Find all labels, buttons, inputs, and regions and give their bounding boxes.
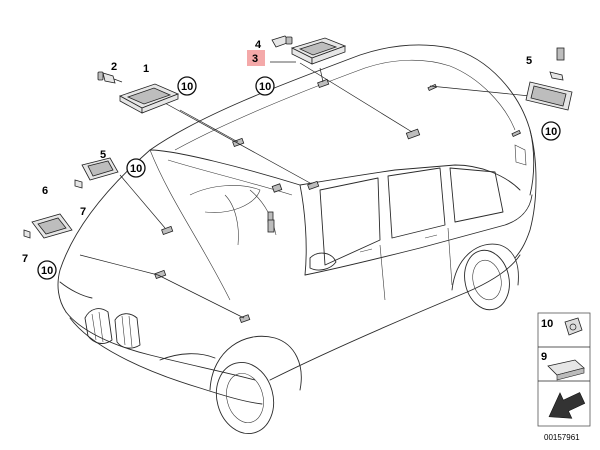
callout-6[interactable]: 6 xyxy=(42,185,48,197)
part-3-roof-light xyxy=(290,37,347,65)
document-number: 00157961 xyxy=(544,433,580,442)
callout-10-ring-right xyxy=(541,121,561,141)
leader-lines xyxy=(79,61,531,319)
callout-10-top-left[interactable]: 10 xyxy=(181,81,193,93)
part-1-interior-light xyxy=(119,83,180,114)
arrow-icon xyxy=(548,392,586,419)
callout-3[interactable]: 3 xyxy=(252,53,258,65)
bulb-pack-icon-side xyxy=(556,367,585,381)
part-small-switch xyxy=(267,219,275,233)
legend-item-10: 10 xyxy=(541,318,553,330)
part-5-reading-light xyxy=(74,157,119,189)
part-2-bulb xyxy=(97,71,116,84)
callout-10-ring-bottom-left xyxy=(37,260,57,280)
part-6-light xyxy=(23,213,73,239)
callout-7-lower[interactable]: 7 xyxy=(22,253,28,265)
callout-10-ring-top-left xyxy=(177,76,197,96)
callout-10-ring-mid-left xyxy=(126,158,146,178)
part-5-rear-light xyxy=(525,47,573,111)
callout-10-right[interactable]: 10 xyxy=(545,126,557,138)
legend-item-9: 9 xyxy=(541,351,547,363)
callout-4[interactable]: 4 xyxy=(255,39,262,51)
callout-10-ring-top-center xyxy=(255,76,275,96)
callout-3-highlight xyxy=(247,50,265,66)
clip-icon-detail xyxy=(569,323,577,331)
callout-2[interactable]: 2 xyxy=(111,61,117,73)
callout-1[interactable]: 1 xyxy=(143,63,149,75)
vehicle-outline xyxy=(57,44,537,434)
legend: 10 9 00157961 xyxy=(537,312,591,442)
clip-icon xyxy=(564,317,583,336)
callout-5-left[interactable]: 5 xyxy=(100,149,106,161)
part-4-bulb xyxy=(271,35,293,48)
callout-7-upper[interactable]: 7 xyxy=(80,206,86,218)
callout-10-mid-left[interactable]: 10 xyxy=(130,163,142,175)
callout-10-top-center[interactable]: 10 xyxy=(259,81,271,93)
callout-10-bottom-left[interactable]: 10 xyxy=(41,265,53,277)
callout-labels: 1 2 4 3 5 5 6 7 7 10 10 10 10 10 xyxy=(22,39,561,280)
callout-5-upper[interactable]: 5 xyxy=(526,55,532,67)
